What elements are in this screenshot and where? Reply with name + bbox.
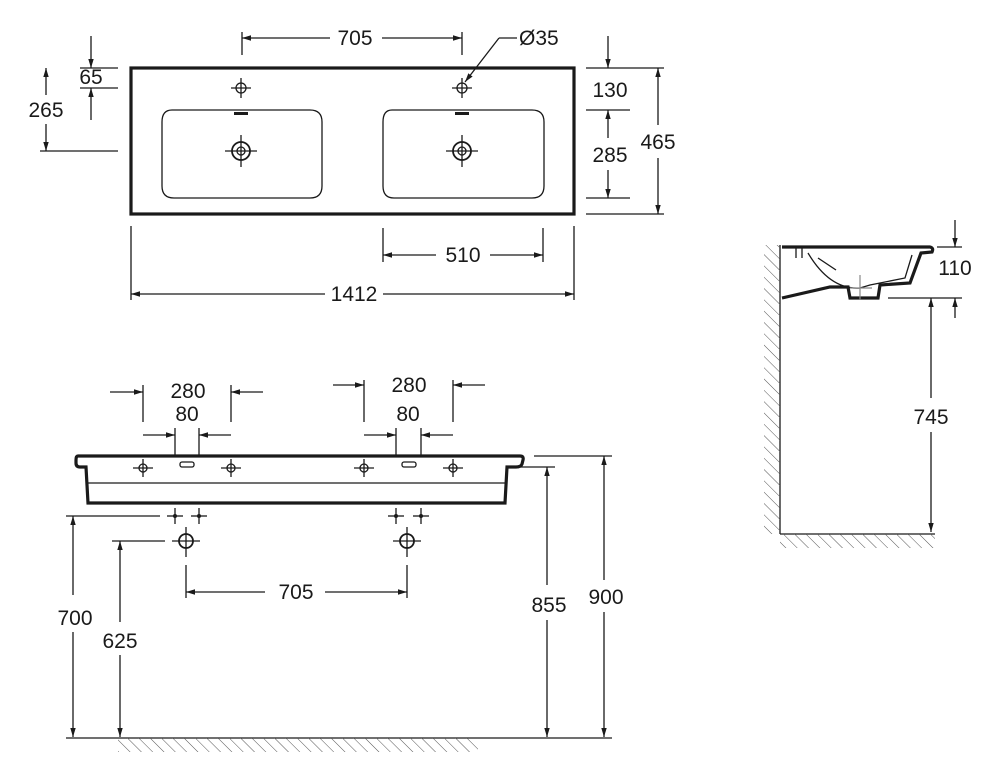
top-view-outline bbox=[129, 66, 576, 216]
wall-hatch bbox=[764, 245, 780, 534]
dim-top-height: 900 bbox=[588, 586, 623, 609]
front-view: 280 80 280 80 705 bbox=[57, 374, 624, 752]
dim-left-inner: 80 bbox=[175, 403, 198, 426]
dim-underside-height: 855 bbox=[531, 594, 566, 617]
front-floor-hatch bbox=[118, 738, 478, 752]
left-basin-outline bbox=[161, 109, 323, 199]
dim-basin-width: 510 bbox=[445, 244, 480, 267]
dim-total-width: 1412 bbox=[331, 283, 378, 306]
right-drain bbox=[446, 135, 478, 167]
dim-faucet-from-back: 65 bbox=[79, 66, 102, 89]
dim-right-inner: 80 bbox=[396, 403, 419, 426]
dim-drain-height: 625 bbox=[102, 630, 137, 653]
top-view: 705 Ø35 65 265 130 285 465 510 bbox=[28, 27, 675, 306]
right-overflow-slot bbox=[455, 112, 469, 115]
left-faucet-hole bbox=[231, 78, 251, 98]
side-basin-profile bbox=[781, 245, 935, 300]
dim-right-outer: 280 bbox=[391, 374, 426, 397]
supply-marks bbox=[167, 508, 429, 524]
front-hole-marks bbox=[133, 459, 463, 477]
dim-faucet-spacing: 705 bbox=[337, 27, 372, 50]
side-view: 110 745 bbox=[764, 220, 972, 548]
left-drain bbox=[225, 135, 257, 167]
dim-rim-height: 110 bbox=[938, 257, 971, 280]
dim-drain-from-back: 265 bbox=[28, 99, 63, 122]
right-faucet-hole bbox=[452, 78, 472, 98]
dim-mount-height: 745 bbox=[913, 406, 948, 429]
right-basin-outline bbox=[382, 109, 545, 199]
front-view-outline bbox=[74, 454, 525, 505]
side-floor-hatch bbox=[780, 534, 935, 548]
dim-basin-depth: 285 bbox=[592, 144, 627, 167]
dim-supply-height: 700 bbox=[57, 607, 92, 630]
dim-basin-from-back: 130 bbox=[592, 79, 627, 102]
dim-drain-spacing: 705 bbox=[278, 581, 313, 604]
front-left-overflow bbox=[179, 461, 195, 468]
dim-hole-diameter: Ø35 bbox=[519, 27, 559, 50]
front-drain-marks bbox=[172, 527, 421, 557]
dim-total-depth: 465 bbox=[640, 131, 675, 154]
dim-left-outer: 280 bbox=[170, 380, 205, 403]
side-basin-inner bbox=[807, 252, 913, 289]
left-overflow-slot bbox=[234, 112, 248, 115]
front-right-overflow bbox=[401, 461, 417, 468]
